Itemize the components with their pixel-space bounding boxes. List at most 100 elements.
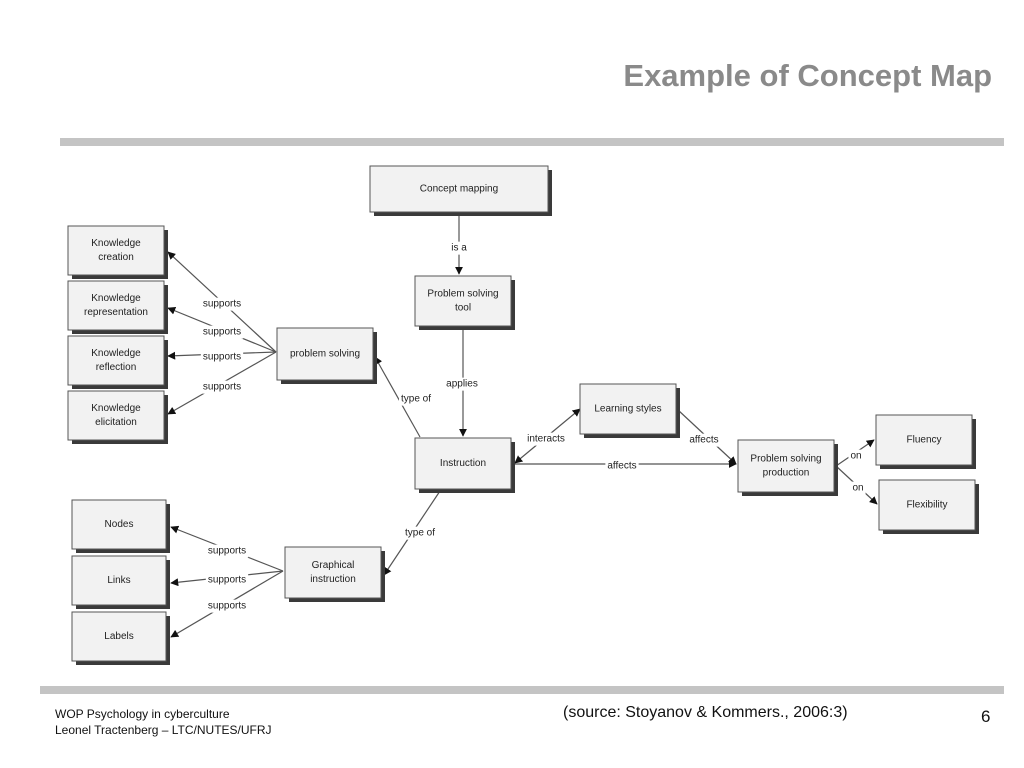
edge-affects-inst: affects [514,459,737,473]
edge-label: applies [446,379,478,390]
edge-supports-labels: supports [170,570,284,638]
node-label: production [763,468,810,479]
node-box [71,499,167,550]
node-box [737,439,835,493]
edge-label-bg [848,449,864,463]
node-learning-styles: Learning styles [579,383,680,438]
edge-label-bg [200,297,244,311]
node-label: Links [107,575,130,586]
edge-supports-links: supports [170,570,284,587]
node-label: Knowledge [91,403,141,414]
edge-label: supports [208,575,246,586]
edge-label-bg [200,380,244,394]
edge-label: affects [689,435,718,446]
node-knowledge-elicitation: Knowledge elicitation [67,390,168,444]
node-box [276,327,374,381]
edge-type-of-ps: type of [374,356,434,438]
edges-layer: is a applies type of type of supports support… [167,215,878,638]
node-concept-mapping: Concept mapping [369,165,552,216]
edge-line [374,356,421,438]
node-label: creation [98,252,134,263]
edge-label-bg [444,377,480,391]
edge-affects-ls: affects [677,409,737,465]
bottom-rule [40,686,1004,694]
edge-supports-kref: supports [167,350,277,364]
edge-label: affects [607,461,636,472]
node-label: Concept mapping [420,184,498,195]
edge-label-bg [687,433,721,447]
edge-on-fluency: on [835,439,875,467]
node-label: Labels [104,631,133,642]
node-label: Knowledge [91,348,141,359]
node-label: Knowledge [91,238,141,249]
node-box [579,383,677,435]
node-problem-solving-tool: Problem solving tool [414,275,515,330]
node-label: elicitation [95,417,137,428]
node-label: representation [84,307,148,318]
node-links: Links [71,555,170,609]
edge-label: on [850,451,861,462]
edge-label: on [852,483,863,494]
edge-label: supports [208,546,246,557]
node-label: tool [455,303,471,314]
edge-label: supports [203,327,241,338]
edge-label-bg [200,350,244,364]
edge-supports-krep: supports [167,307,277,353]
node-box [67,280,165,331]
footer-credits: WOP Psychology in cyberculture Leonel Tr… [55,706,272,738]
source-citation: (source: Stoyanov & Kommers., 2006:3) [563,704,848,721]
edge-on-flex: on [835,465,878,505]
node-label: Learning styles [594,404,661,415]
node-box [284,546,382,599]
edge-type-of-gi: type of [383,490,441,576]
edge-label: is a [451,243,467,254]
node-fluency: Fluency [875,414,976,469]
node-label: Flexibility [906,500,947,511]
edge-label-bg [449,241,470,255]
edge-label-bg [605,459,639,473]
node-box [414,275,512,327]
edge-label-bg [205,544,249,558]
node-label: problem solving [290,349,360,360]
edge-label: type of [405,528,435,539]
footer-author: Leonel Tractenberg – LTC/NUTES/UFRJ [55,723,272,737]
node-flexibility: Flexibility [878,479,979,534]
node-box [67,225,165,276]
node-knowledge-representation: Knowledge representation [67,280,168,334]
edge-label-bg [205,599,249,613]
edge-applies: applies [444,329,480,437]
node-label: Instruction [440,458,486,469]
edge-label-bg [200,325,244,339]
node-box [71,611,167,662]
node-box [67,390,165,441]
edge-is-a: is a [449,215,470,275]
edge-supports-ke: supports [167,351,277,415]
edge-interacts: interacts [514,408,581,464]
node-problem-solving: problem solving [276,327,377,384]
node-box [369,165,549,213]
edge-label-bg [402,526,438,540]
edge-supports-nodes: supports [170,525,284,572]
footer-course: WOP Psychology in cyberculture [55,707,230,721]
edge-label: type of [401,394,431,405]
node-label: Nodes [105,519,134,530]
node-label: Knowledge [91,293,141,304]
edge-label: supports [203,352,241,363]
node-label: Fluency [906,435,941,446]
edge-label-bg [205,573,249,587]
node-box [875,414,973,466]
node-label: Problem solving [427,289,498,300]
edge-label: interacts [527,434,565,445]
edge-label: supports [203,382,241,393]
node-box [71,555,167,606]
node-box [67,335,165,386]
node-box [878,479,976,531]
top-rule [60,138,1004,146]
node-labels: Labels [71,611,170,665]
